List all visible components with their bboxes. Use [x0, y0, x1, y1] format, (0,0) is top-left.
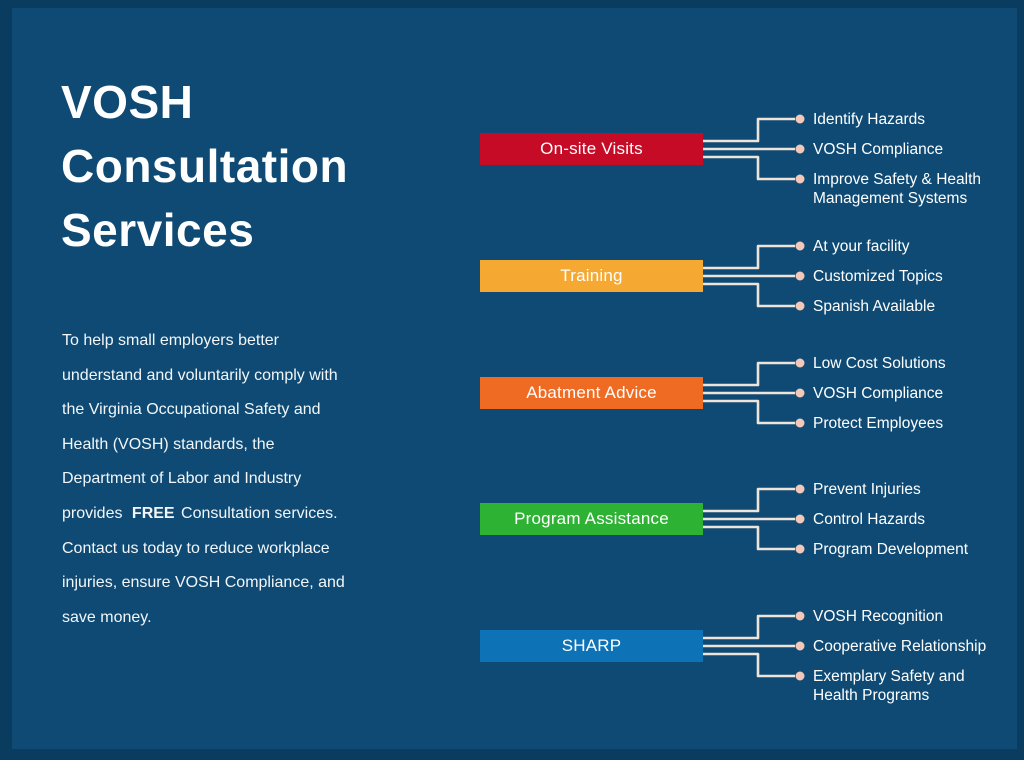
category-bar-label: Abatment Advice: [526, 383, 657, 402]
bullet-dot-icon: [795, 418, 805, 428]
service-item-line: Management Systems: [813, 189, 968, 207]
connector-line: [703, 117, 795, 143]
service-item-line: At your facility: [813, 237, 910, 255]
emphasized-word: FREE: [131, 504, 175, 522]
service-item-line: Health Programs: [813, 686, 930, 704]
service-item-line: VOSH Compliance: [813, 140, 944, 158]
bullet-dot-icon: [795, 611, 805, 621]
connector-line: [703, 361, 795, 387]
intro-paragraph: To help small employers better understand…: [62, 324, 422, 635]
service-item-at-your-facility: At your facility: [813, 237, 909, 256]
connector-line: [703, 399, 795, 425]
service-item-control-hazards: Control Hazards: [813, 510, 925, 529]
bullet-dot-icon: [795, 241, 805, 251]
intro-text: provides: [62, 504, 127, 522]
page-title: VOSH Consultation Services: [61, 70, 348, 262]
connector-line: [703, 487, 795, 513]
page-title-line: Consultation: [61, 140, 349, 192]
bullet-dot-icon: [795, 174, 805, 184]
connector-line: [703, 525, 795, 551]
service-item-line: Customized Topics: [813, 267, 943, 285]
bullet-dot-icon: [795, 641, 805, 651]
service-item-protect-employees: Protect Employees: [813, 414, 943, 433]
service-item-line: VOSH Recognition: [813, 607, 944, 625]
category-bar-abatment-advice: Abatment Advice: [480, 377, 703, 409]
connector-line: [703, 614, 795, 640]
bullet-dot-icon: [795, 301, 805, 311]
service-item-identify-hazards: Identify Hazards: [813, 110, 925, 129]
page-title-line: Services: [61, 204, 255, 256]
service-item-line: Exemplary Safety and: [813, 667, 965, 685]
bullet-dot-icon: [795, 671, 805, 681]
category-bar-on-site-visits: On-site Visits: [480, 133, 703, 165]
service-item-cooperative-relationship: Cooperative Relationship: [813, 637, 986, 656]
intro-line: save money.: [62, 608, 152, 626]
intro-line: Contact us today to reduce workplace: [62, 539, 330, 557]
page-title-line: VOSH: [61, 76, 194, 128]
service-item-vosh-compliance: VOSH Compliance: [813, 384, 943, 403]
category-bar-label: Program Assistance: [514, 509, 669, 528]
category-bar-program-assistance: Program Assistance: [480, 503, 703, 535]
service-item-line: Prevent Injuries: [813, 480, 921, 498]
service-item-prevent-injuries: Prevent Injuries: [813, 480, 921, 499]
intro-line: the Virginia Occupational Safety and: [62, 401, 321, 419]
service-item-line: Identify Hazards: [813, 110, 925, 128]
intro-line: Health (VOSH) standards, the: [62, 435, 275, 453]
service-item-line: Low Cost Solutions: [813, 354, 946, 372]
service-item-line: Cooperative Relationship: [813, 637, 987, 655]
intro-line: Department of Labor and Industry: [62, 470, 302, 488]
bullet-dot-icon: [795, 544, 805, 554]
service-item-line: VOSH Compliance: [813, 384, 944, 402]
bullet-dot-icon: [795, 114, 805, 124]
category-bar-sharp: SHARP: [480, 630, 703, 662]
intro-line: injuries, ensure VOSH Compliance, and: [62, 574, 345, 592]
intro-line: provides FREE Consultation services.: [62, 497, 422, 532]
service-item-vosh-recognition: VOSH Recognition: [813, 607, 943, 626]
service-item-line: Program Development: [813, 540, 969, 558]
bullet-dot-icon: [795, 144, 805, 154]
service-item-customized-topics: Customized Topics: [813, 267, 943, 286]
service-item-line: Control Hazards: [813, 510, 925, 528]
service-item-line: Spanish Available: [813, 297, 936, 315]
category-bar-label: On-site Visits: [540, 139, 643, 158]
intro-text: Consultation services.: [176, 504, 338, 522]
service-item-low-cost-solutions: Low Cost Solutions: [813, 354, 946, 373]
bullet-dot-icon: [795, 271, 805, 281]
service-item-program-development: Program Development: [813, 540, 968, 559]
connector-line: [703, 244, 795, 270]
service-item-line: Improve Safety & Health: [813, 170, 981, 188]
connector-line: [703, 155, 795, 181]
service-item-spanish-available: Spanish Available: [813, 297, 935, 316]
bullet-dot-icon: [795, 514, 805, 524]
bullet-dot-icon: [795, 484, 805, 494]
intro-line: To help small employers better: [62, 332, 279, 349]
intro-line: understand and voluntarily comply with: [62, 366, 338, 384]
category-bar-label: SHARP: [561, 636, 622, 655]
connector-line: [703, 652, 795, 678]
connector-line: [703, 282, 795, 308]
service-item-vosh-compliance: VOSH Compliance: [813, 140, 943, 159]
bullet-dot-icon: [795, 388, 805, 398]
category-bar-label: Training: [560, 266, 623, 285]
bullet-dot-icon: [795, 358, 805, 368]
service-item-line: Protect Employees: [813, 414, 944, 432]
category-bar-training: Training: [480, 260, 703, 292]
